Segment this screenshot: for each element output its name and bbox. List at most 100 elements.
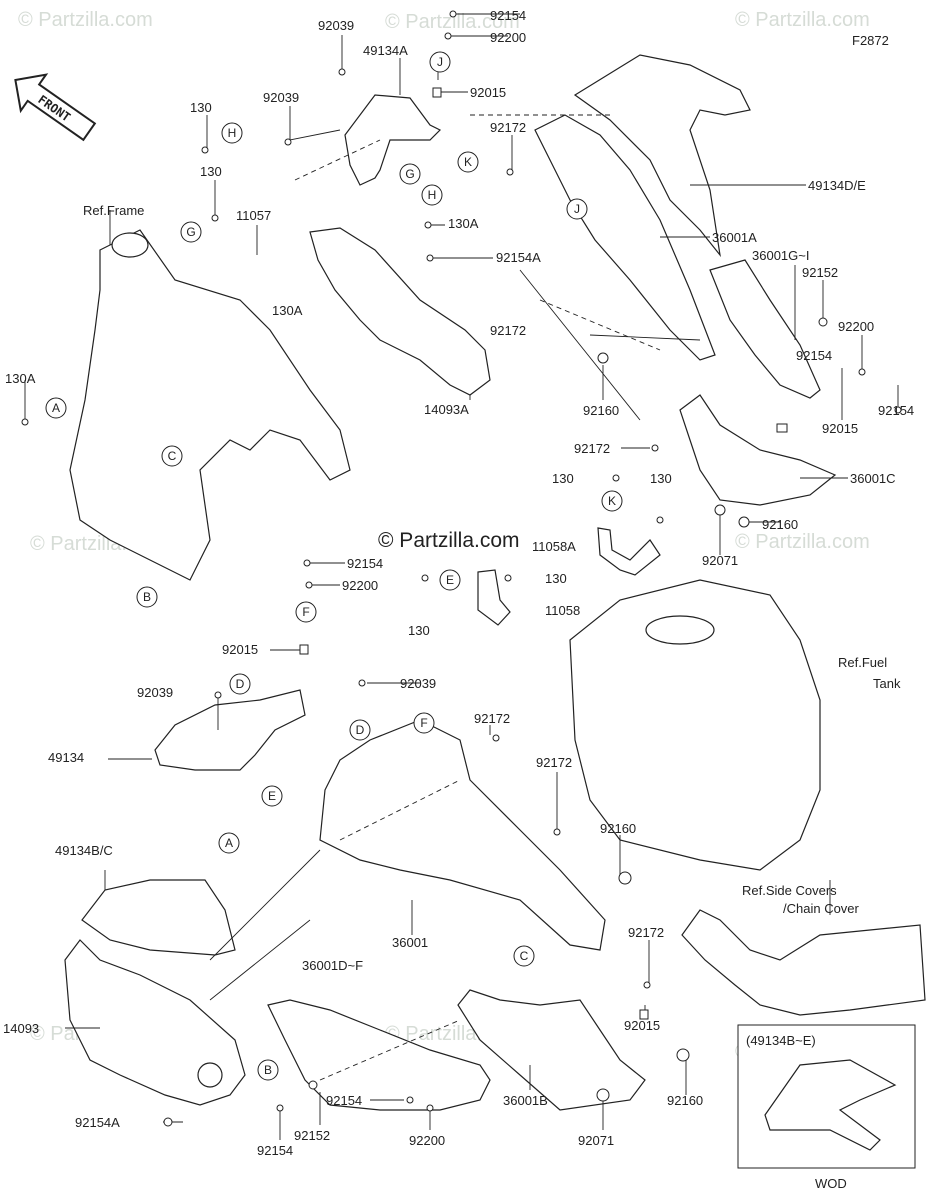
svg-text:J: J [437,55,443,69]
watermark: © Partzilla.com [385,11,520,33]
part-label: 92152 [294,1128,330,1143]
part-label: 130 [650,471,672,486]
callout-d: D [229,673,251,695]
inset-title: (49134B~E) [746,1033,816,1048]
part-label: 92172 [574,441,610,456]
callout-e: E [439,569,461,591]
part-label: 14093A [424,402,469,417]
svg-text:E: E [268,789,276,803]
part-label: 92039 [400,676,436,691]
callout-d: D [349,719,371,741]
cowl-36001-part [319,719,606,951]
callout-g: G [399,163,421,185]
part-label: 92160 [762,517,798,532]
part-label: 92154 [326,1093,362,1108]
callout-c: C [161,445,183,467]
part-label: 36001G~I [752,248,809,263]
part-label: 49134B/C [55,843,113,858]
part-label: 92039 [318,18,354,33]
inset-cowl-part [764,1059,897,1151]
callout-e: E [261,785,283,807]
frame-part [69,229,351,581]
part-label: 92200 [409,1133,445,1148]
callout-b: B [257,1059,279,1081]
part-label: 130 [408,623,430,638]
bracket-11058-part [477,569,511,626]
svg-text:F: F [420,716,427,730]
svg-text:C: C [168,449,177,463]
cowl-49134bc-part [81,879,236,956]
part-labels: 92039 49134A 92154 92200 92015 92039 130… [3,8,914,1158]
part-label: 130 [545,571,567,586]
side-cover-part [681,909,926,1016]
callouts: J H K G H G J A C K B E F D D F E A C B [45,51,623,1081]
part-label: 92154 [490,8,526,23]
part-label: 92172 [536,755,572,770]
callout-c: C [513,945,535,967]
part-label: 130 [190,100,212,115]
part-label: 49134D/E [808,178,866,193]
callout-g: G [180,221,202,243]
part-label: 92154 [257,1143,293,1158]
svg-text:F: F [302,605,309,619]
part-label: 36001 [392,935,428,950]
part-label: 92200 [490,30,526,45]
svg-text:H: H [428,188,437,202]
svg-text:G: G [405,167,414,181]
inset-code: WOD [815,1176,847,1191]
watermark: © Partzilla.com [735,9,870,31]
part-label: 92071 [578,1133,614,1148]
ref-frame-label: Ref.Frame [83,203,144,218]
callout-k: K [457,151,479,173]
leader-lines [24,13,899,1140]
part-label: 130A [5,371,36,386]
callout-a: A [218,832,240,854]
cowl-36001c-part [679,394,837,506]
ref-side-covers-label: Ref.Side Covers [742,883,837,898]
part-label: 130 [552,471,574,486]
part-label: 92015 [822,421,858,436]
part-label: 130A [448,216,479,231]
svg-text:H: H [228,126,237,140]
part-label: 11058A [532,539,576,554]
part-label: 92154A [75,1115,120,1130]
bracket-11058a-part [597,527,661,576]
svg-text:B: B [264,1063,272,1077]
part-label: 92200 [838,319,874,334]
svg-text:C: C [520,949,529,963]
cowl-14093-part [64,939,246,1106]
part-label: 92172 [490,120,526,135]
svg-text:G: G [186,225,195,239]
part-label: 92160 [583,403,619,418]
figure-code: F2872 [852,33,889,48]
watermark: © Partzilla.com [735,531,870,553]
callout-f: F [413,712,435,734]
part-label: 92152 [802,265,838,280]
parts [64,54,926,1111]
ref-fuel-tank-label: Ref.Fuel [838,655,887,670]
part-label: 36001B [503,1093,548,1108]
svg-text:K: K [464,155,472,169]
cowl-36001b-part [457,989,646,1111]
bracket-49134-part [154,689,306,771]
part-label: 92154 [347,556,383,571]
part-label: 92172 [490,323,526,338]
callout-h: H [221,122,243,144]
part-label: 92154 [796,348,832,363]
callout-j: J [566,198,588,220]
svg-text:D: D [356,723,365,737]
part-label: 92071 [702,553,738,568]
part-label: 92039 [137,685,173,700]
cowl-49134de-part [573,54,751,258]
part-label: 92160 [667,1093,703,1108]
part-label: 36001D~F [302,958,363,973]
bracket-49134a-part [344,94,442,186]
callout-f: F [295,601,317,623]
ref-fuel-tank-label: Tank [873,676,901,691]
callout-a: A [45,397,67,419]
fuel-tank-part [569,579,821,871]
part-label: 92172 [628,925,664,940]
part-label: 11057 [236,208,271,223]
watermark: © Partzilla.com [18,9,153,31]
